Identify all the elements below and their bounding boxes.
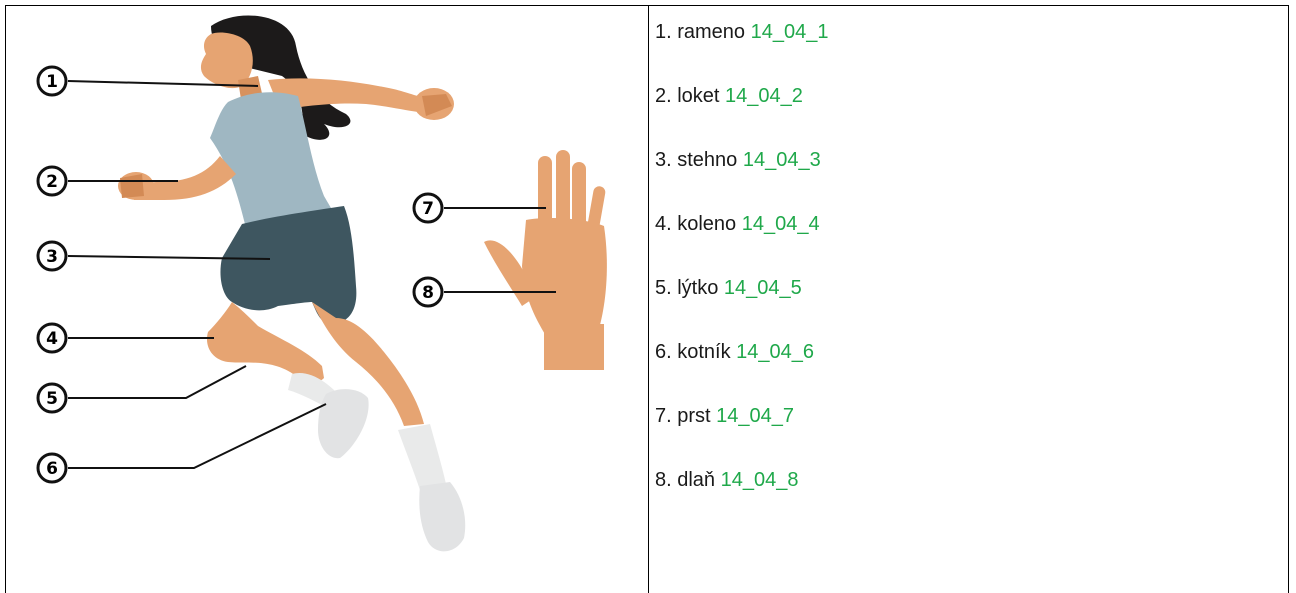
legend-label: 5. lýtko (655, 277, 719, 299)
legend-item: 3. stehno 14_04_3 (655, 142, 1275, 206)
legend-code: 14_04_1 (750, 21, 829, 43)
callout-8: 8 (412, 276, 444, 308)
svg-text:5: 5 (46, 389, 58, 409)
cell-divider (648, 5, 649, 593)
legend-code: 14_04_3 (742, 149, 821, 171)
callout-1: 1 (36, 65, 68, 97)
callout-7: 7 (412, 192, 444, 224)
legend-item: 7. prst 14_04_7 (655, 398, 1275, 462)
hand-figure (484, 150, 607, 370)
callout-2: 2 (36, 165, 68, 197)
legend-code: 14_04_4 (741, 213, 820, 235)
legend-code: 14_04_7 (716, 405, 795, 427)
legend-item: 5. lýtko 14_04_5 (655, 270, 1275, 334)
callout-4: 4 (36, 322, 68, 354)
svg-text:7: 7 (422, 199, 434, 219)
svg-text:1: 1 (46, 72, 58, 92)
legend-label: 2. loket (655, 85, 720, 107)
legend-label: 8. dlaň (655, 469, 716, 491)
legend-code: 14_04_2 (725, 85, 803, 107)
legend-item: 6. kotník 14_04_6 (655, 334, 1275, 398)
legend-item: 4. koleno 14_04_4 (655, 206, 1275, 270)
body-parts-illustration: 1 2 3 4 5 6 7 8 (36, 15, 607, 552)
svg-text:6: 6 (46, 459, 58, 479)
svg-text:3: 3 (46, 247, 58, 267)
legend-label: 7. prst (655, 405, 711, 427)
legend-list: 1. rameno 14_04_1 2. loket 14_04_2 3. st… (655, 14, 1275, 526)
legend-label: 3. stehno (655, 149, 738, 171)
legend-code: 14_04_8 (720, 469, 799, 491)
callout-6: 6 (36, 452, 68, 484)
legend-label: 6. kotník (655, 341, 731, 363)
svg-text:4: 4 (46, 329, 58, 349)
svg-text:2: 2 (46, 172, 58, 192)
legend-item: 8. dlaň 14_04_8 (655, 462, 1275, 526)
legend-code: 14_04_6 (736, 341, 815, 363)
callout-3: 3 (36, 240, 68, 272)
legend-code: 14_04_5 (723, 277, 802, 299)
svg-text:8: 8 (422, 283, 434, 303)
legend-item: 1. rameno 14_04_1 (655, 14, 1275, 78)
legend-label: 4. koleno (655, 213, 737, 235)
table-frame (5, 5, 1289, 593)
callout-lines (67, 80, 556, 469)
callout-5: 5 (36, 382, 68, 414)
runner-figure (118, 15, 466, 552)
callout-markers: 1 2 3 4 5 6 7 8 (36, 65, 444, 484)
legend-item: 2. loket 14_04_2 (655, 78, 1275, 142)
legend-label: 1. rameno (655, 21, 746, 43)
